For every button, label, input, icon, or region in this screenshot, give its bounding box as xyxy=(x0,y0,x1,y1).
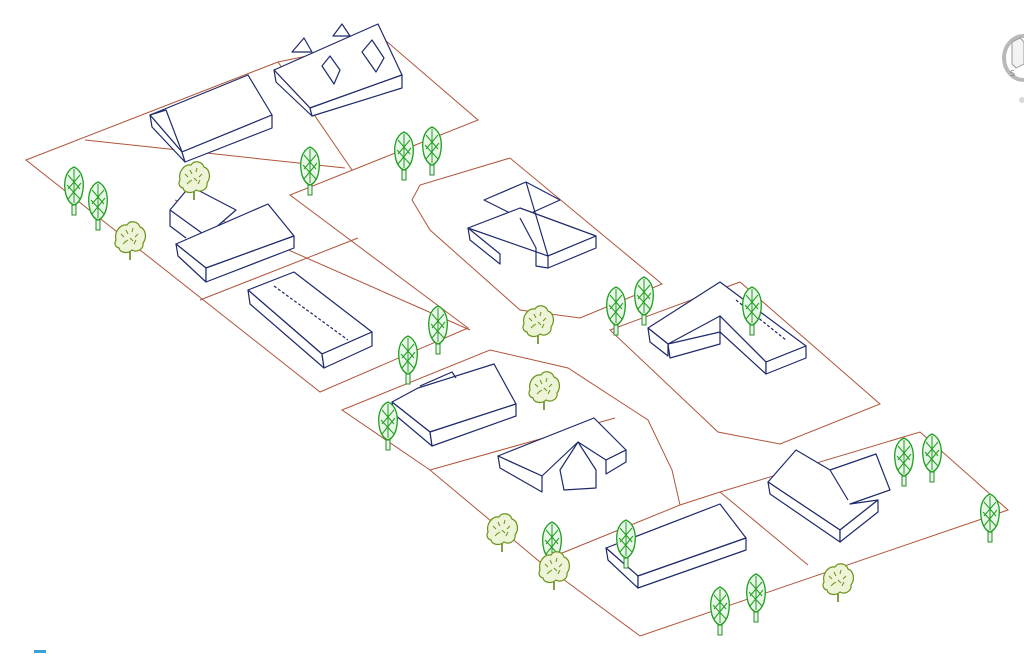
deciduous-tree-icon xyxy=(522,304,555,345)
viewcube-icon[interactable]: S xyxy=(998,24,1024,108)
deciduous-tree-icon xyxy=(528,370,561,411)
conifer-tree-icon xyxy=(427,305,449,355)
conifer-tree-icon xyxy=(393,131,415,181)
conifer-tree-icon xyxy=(421,126,443,176)
view-marker xyxy=(34,650,46,653)
deciduous-tree-icon xyxy=(486,512,519,553)
conifer-tree-icon xyxy=(377,401,399,451)
house-9[interactable] xyxy=(605,503,747,589)
house-7[interactable] xyxy=(391,363,517,447)
conifer-tree-icon xyxy=(63,166,85,216)
deciduous-tree-icon xyxy=(114,220,147,261)
house-8[interactable] xyxy=(497,417,627,493)
conifer-tree-icon xyxy=(979,493,1001,543)
houses xyxy=(149,23,891,589)
house-4[interactable] xyxy=(247,271,373,369)
conifer-tree-icon xyxy=(397,335,419,385)
house-1[interactable] xyxy=(149,74,273,163)
conifer-tree-icon xyxy=(299,146,321,196)
house-5[interactable] xyxy=(467,181,597,269)
house-3[interactable] xyxy=(169,185,295,283)
house-6[interactable] xyxy=(647,281,807,375)
conifer-tree-icon xyxy=(921,433,943,483)
conifer-tree-icon xyxy=(893,437,915,487)
svg-text:S: S xyxy=(1010,69,1015,78)
conifer-tree-icon xyxy=(709,586,731,636)
conifer-tree-icon xyxy=(87,181,109,231)
house-10[interactable] xyxy=(767,449,891,543)
deciduous-tree-icon xyxy=(538,550,571,591)
conifer-tree-icon xyxy=(633,276,655,326)
conifer-tree-icon xyxy=(605,286,627,336)
deciduous-tree-icon xyxy=(822,562,855,603)
house-2[interactable] xyxy=(273,23,403,117)
conifer-tree-icon xyxy=(745,573,767,623)
